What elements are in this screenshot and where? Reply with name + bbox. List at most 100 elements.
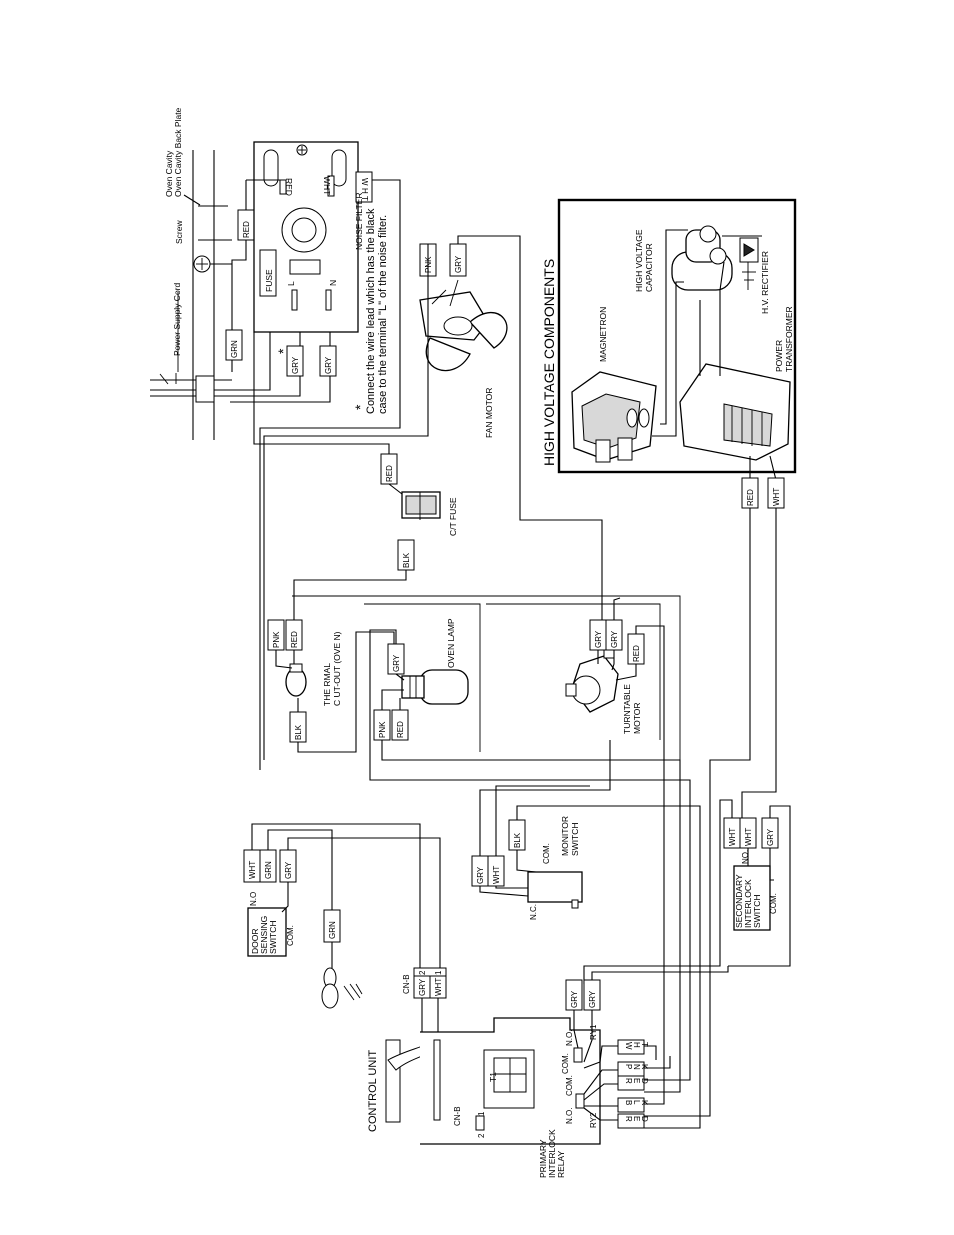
- svg-text:SENSING: SENSING: [259, 916, 269, 954]
- svg-text:DOOR: DOOR: [250, 929, 260, 955]
- svg-text:CAPACITOR: CAPACITOR: [644, 243, 654, 292]
- svg-text:GRY: GRY: [766, 828, 775, 846]
- svg-text:COM.: COM.: [561, 1053, 570, 1074]
- svg-text:WHT: WHT: [744, 828, 753, 846]
- svg-text:RED: RED: [632, 645, 641, 662]
- svg-text:FAN MOTOR: FAN MOTOR: [484, 388, 494, 438]
- svg-text:2: 2: [418, 970, 427, 975]
- wire-tag-red-noise-1: RED: [237, 209, 255, 241]
- cord-grommet: [195, 375, 215, 403]
- wire-tag-gry-n: GRY: [319, 345, 337, 377]
- svg-text:GRY: GRY: [284, 861, 293, 879]
- svg-text:SWITCH: SWITCH: [752, 894, 762, 928]
- svg-text:COM.: COM.: [286, 925, 295, 946]
- svg-text:1: 1: [477, 1111, 486, 1116]
- svg-text:RED: RED: [396, 721, 405, 738]
- svg-text:N.C.: N.C.: [529, 904, 538, 920]
- label-control-unit: CONTROL UNIT: [367, 1050, 379, 1132]
- svg-text:K: K: [640, 1100, 649, 1106]
- svg-text:FUSE: FUSE: [264, 269, 274, 292]
- svg-text:K: K: [640, 1064, 649, 1070]
- svg-text:SECONDARY: SECONDARY: [734, 874, 744, 928]
- power-transformer: POWER TRANSFORMER: [679, 306, 794, 461]
- svg-text:PNK: PNK: [378, 721, 387, 738]
- magnetron: MAGNETRON: [571, 307, 657, 463]
- svg-text:PNK: PNK: [272, 631, 281, 648]
- cn-b-connector: GRY WHT 2 1 CN-B: [402, 967, 447, 999]
- svg-text:H: H: [360, 188, 369, 194]
- svg-text:N: N: [328, 280, 338, 286]
- svg-text:HIGH VOLTAGE: HIGH VOLTAGE: [634, 229, 644, 292]
- svg-text:H: H: [632, 1042, 641, 1048]
- svg-text:CN-B: CN-B: [402, 974, 411, 994]
- svg-text:N: N: [632, 1064, 641, 1070]
- svg-text:L: L: [632, 1100, 641, 1105]
- svg-text:R: R: [624, 1116, 633, 1122]
- svg-text:TURNTABLE: TURNTABLE: [622, 684, 632, 734]
- svg-text:BLK: BLK: [513, 832, 522, 848]
- svg-text:COM.: COM.: [769, 893, 778, 914]
- label-noise-filter: NOISE FILTER: [354, 193, 364, 250]
- svg-text:C/T FUSE: C/T FUSE: [448, 497, 458, 536]
- high-voltage-components: HIGH VOLTAGE COMPONENTS MAGNETRON POWER …: [541, 198, 797, 474]
- svg-text:RED: RED: [284, 178, 294, 196]
- label-high-voltage-components: HIGH VOLTAGE COMPONENTS: [541, 259, 557, 466]
- svg-text:W: W: [624, 1042, 633, 1050]
- svg-text:N.O.: N.O.: [565, 1108, 574, 1124]
- svg-text:T: T: [640, 1042, 649, 1047]
- svg-text:MOTOR: MOTOR: [632, 703, 642, 734]
- label-oven-cavity-2: Oven Cavity Back Plate: [173, 107, 183, 197]
- svg-text:RED: RED: [746, 489, 755, 506]
- asterisk-marker: *: [275, 348, 291, 354]
- ct-fuse: C/T FUSE RED BLK: [380, 453, 458, 571]
- svg-text:E: E: [632, 1078, 641, 1083]
- svg-text:RED: RED: [290, 631, 299, 648]
- svg-text:RED: RED: [242, 221, 251, 238]
- door-sensing-switch: DOOR SENSING SWITCH N.O COM. WHT GRN GRY…: [243, 849, 341, 957]
- wire-tag-gry-l: GRY: [286, 345, 304, 377]
- wire-tag-wht-cu: W H T: [617, 1039, 649, 1055]
- hv-capacitor: HIGH VOLTAGE CAPACITOR: [634, 225, 733, 292]
- svg-text:CN-B: CN-B: [453, 1106, 462, 1126]
- svg-text:COM.: COM.: [542, 843, 551, 864]
- svg-text:E: E: [632, 1116, 641, 1121]
- wire-tag-red-transformer: RED: [741, 477, 759, 509]
- svg-text:RELAY: RELAY: [556, 1150, 566, 1178]
- svg-text:T1: T1: [488, 1072, 498, 1082]
- svg-text:OVEN LAMP: OVEN LAMP: [446, 618, 456, 668]
- note-asterisk: *: [352, 404, 368, 410]
- svg-text:W: W: [360, 178, 369, 186]
- svg-text:D: D: [640, 1116, 649, 1122]
- wire-tag-red-cu-2: R E D: [617, 1113, 649, 1129]
- oven-cavity-area: Oven Cavity Oven Cavity Back Plate Screw…: [150, 107, 232, 440]
- svg-text:GRN: GRN: [328, 921, 337, 939]
- svg-text:WHT: WHT: [772, 488, 781, 506]
- svg-text:WHT: WHT: [492, 866, 501, 884]
- svg-text:INTERLOCK: INTERLOCK: [547, 1129, 557, 1178]
- oven-lamp: OVEN LAMP GRY PNK RED: [373, 618, 469, 741]
- svg-text:GRN: GRN: [230, 340, 239, 358]
- wire-tag-gry-ry1-a: GRY: [565, 979, 583, 1011]
- noise-filter: FUSE L N RED WHT W H T NOISE FILTER: [253, 141, 373, 333]
- svg-text:C UT-OUT (OVE N): C UT-OUT (OVE N): [332, 631, 342, 706]
- label-power-supply-cord: Power Supply Cord: [172, 282, 182, 356]
- wire-tag-wht-transformer: WHT: [767, 477, 785, 509]
- svg-text:WHT: WHT: [322, 176, 332, 195]
- note-line-1: Connect the wire lead which has the blac…: [365, 208, 377, 414]
- wire-tag-pnk-cu: P N K: [617, 1061, 649, 1077]
- svg-text:WHT: WHT: [728, 828, 737, 846]
- svg-text:MONITOR: MONITOR: [560, 816, 570, 856]
- svg-text:BLK: BLK: [402, 552, 411, 568]
- label-oven-cavity-1: Oven Cavity: [164, 150, 174, 197]
- svg-text:GRY: GRY: [570, 990, 579, 1008]
- hv-rectifier: H.V. RECTIFIER: [722, 235, 770, 314]
- svg-text:GRY: GRY: [588, 990, 597, 1008]
- svg-text:WHT: WHT: [248, 861, 257, 879]
- svg-text:RED: RED: [385, 465, 394, 482]
- svg-text:SWITCH: SWITCH: [268, 920, 278, 954]
- turntable-motor: TURNTABLE MOTOR GRY GRY RED: [565, 619, 645, 734]
- svg-text:MAGNETRON: MAGNETRON: [598, 307, 608, 362]
- svg-text:COM.: COM.: [565, 1075, 574, 1096]
- svg-text:TRANSFORMER: TRANSFORMER: [784, 306, 794, 372]
